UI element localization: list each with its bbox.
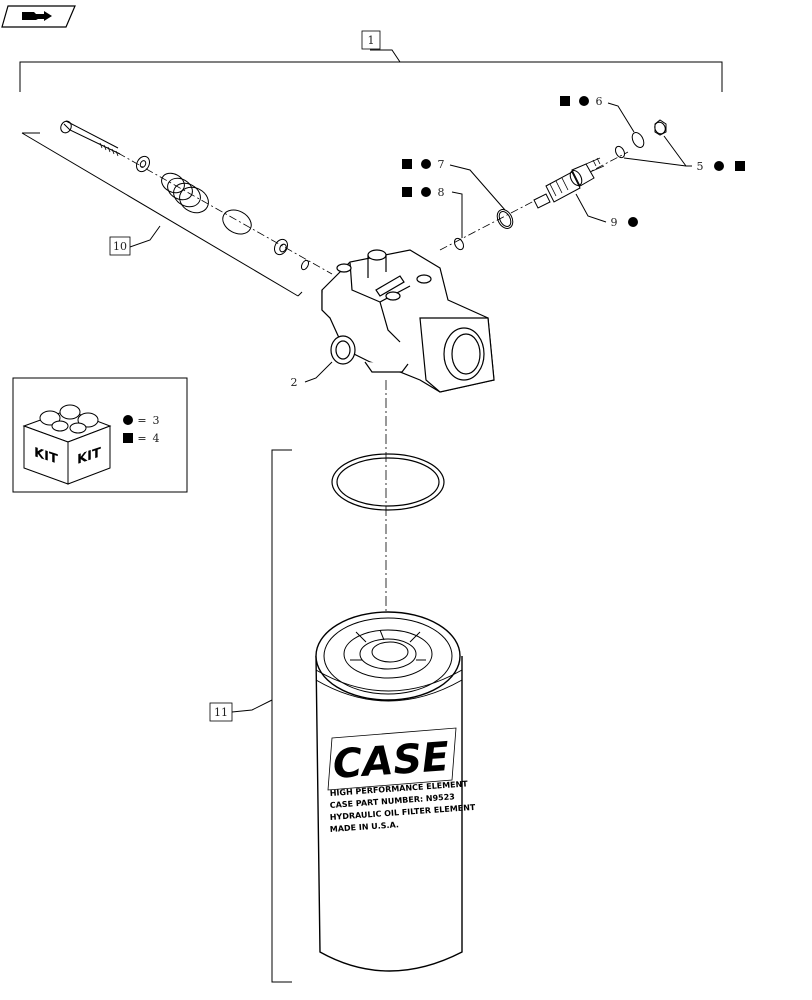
case-logo: CASE bbox=[327, 727, 457, 791]
callout-11: 11 bbox=[209, 702, 233, 722]
callout-8: 8 bbox=[402, 186, 463, 238]
filter-element: CASE HIGH PERFORMANCE ELEMENT CASE PART … bbox=[315, 611, 476, 972]
callout-10: 10 bbox=[109, 225, 161, 256]
callout-10-label: 10 bbox=[113, 240, 127, 253]
callout-6-label: 6 bbox=[596, 95, 603, 108]
callout-9: 9 bbox=[575, 193, 638, 229]
callout-1-label: 1 bbox=[368, 34, 375, 47]
kit-circle-marker bbox=[714, 161, 724, 171]
callout-1: 1 bbox=[361, 30, 381, 50]
kit-circle-marker bbox=[628, 217, 638, 227]
legend-square-value: 4 bbox=[153, 432, 160, 445]
relief-valve-parts bbox=[21, 120, 333, 297]
kit-circle-marker bbox=[579, 96, 589, 106]
kit-box-icon bbox=[22, 404, 112, 485]
callout-2-label: 2 bbox=[291, 376, 298, 389]
callout-9-label: 9 bbox=[611, 216, 618, 229]
kit-square-marker bbox=[402, 159, 412, 169]
kit-legend: KIT KIT = 3 = 4 bbox=[12, 377, 188, 493]
kit-circle-marker bbox=[421, 159, 431, 169]
legend-square-eq: = bbox=[137, 432, 146, 445]
kit-square-marker bbox=[560, 96, 570, 106]
gasket bbox=[331, 453, 445, 511]
legend-circle-value: 3 bbox=[153, 414, 160, 427]
callout-7: 7 bbox=[402, 158, 506, 211]
kit-square-marker bbox=[402, 187, 412, 197]
folder-arrow-icon[interactable] bbox=[1, 5, 76, 28]
filter-bracket bbox=[231, 449, 292, 983]
callout-11-label: 11 bbox=[214, 706, 228, 719]
pressure-switch-parts bbox=[439, 119, 667, 251]
callout-2: 2 bbox=[291, 361, 333, 389]
callout-8-label: 8 bbox=[438, 186, 445, 199]
kit-circle-marker bbox=[421, 187, 431, 197]
callout-6: 6 bbox=[560, 95, 635, 133]
callout-5: 5 bbox=[623, 135, 745, 173]
assembly-bracket bbox=[19, 49, 723, 92]
case-logo-text: CASE bbox=[331, 734, 450, 788]
callout-7-label: 7 bbox=[438, 158, 445, 171]
filter-head bbox=[321, 249, 495, 393]
legend-circle-marker bbox=[123, 415, 133, 425]
legend-square-marker bbox=[123, 433, 133, 443]
callout-5-label: 5 bbox=[697, 160, 704, 173]
legend-circle-eq: = bbox=[137, 414, 146, 427]
kit-square-marker bbox=[735, 161, 745, 171]
